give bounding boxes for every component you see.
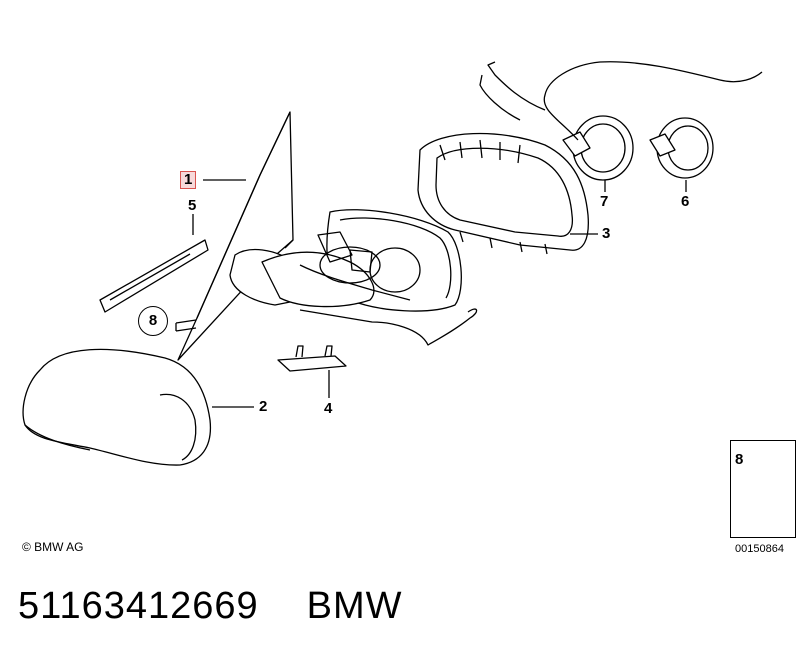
part-number: 51163412669 bbox=[18, 585, 259, 627]
screw-8 bbox=[175, 319, 197, 332]
actuator-7 bbox=[479, 61, 763, 181]
callout-8-circle: 8 bbox=[138, 306, 168, 336]
brand: BMW bbox=[306, 585, 403, 627]
actuator-6 bbox=[649, 117, 714, 179]
mirror-frame bbox=[417, 132, 589, 255]
mirror-cap bbox=[22, 348, 212, 466]
mirror-housing bbox=[229, 209, 478, 346]
reference-code: 00150864 bbox=[735, 543, 784, 555]
leader-lines bbox=[192, 179, 687, 408]
callout-3: 3 bbox=[602, 225, 611, 242]
callout-7: 7 bbox=[600, 193, 609, 210]
callout-4: 4 bbox=[324, 400, 333, 417]
legend-box bbox=[730, 440, 796, 538]
callout-1: 1 bbox=[180, 171, 197, 189]
callout-6: 6 bbox=[681, 193, 690, 210]
legend-number: 8 bbox=[735, 451, 744, 468]
callout-5: 5 bbox=[188, 197, 197, 214]
footer: 51163412669 BMW bbox=[18, 585, 451, 628]
trim-strip-5 bbox=[99, 239, 209, 313]
copyright: © BMW AG bbox=[22, 540, 84, 554]
callout-2: 2 bbox=[259, 398, 268, 415]
mirror-glass bbox=[177, 111, 294, 361]
bracket-4 bbox=[277, 345, 347, 372]
